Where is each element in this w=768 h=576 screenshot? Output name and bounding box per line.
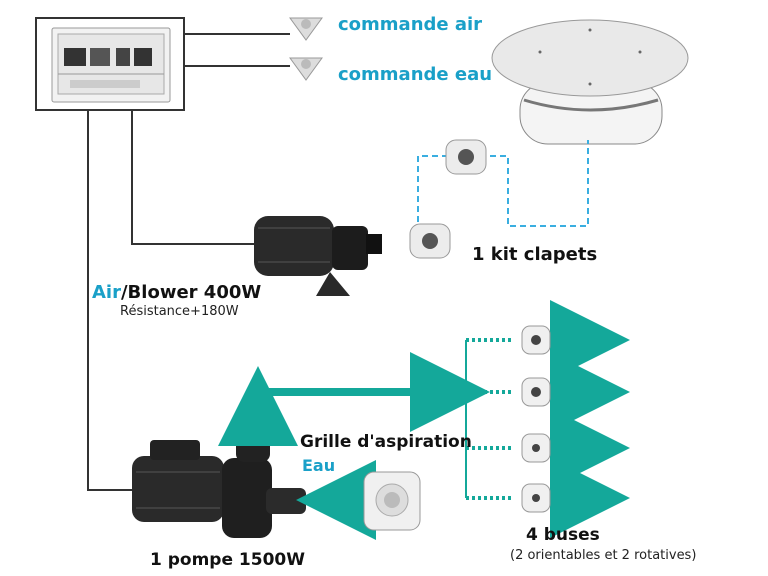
buses-label: 4 buses: [526, 525, 600, 545]
air-prefix: Air: [92, 282, 121, 303]
control-box: [35, 17, 185, 111]
blower-icon: [254, 216, 382, 296]
commande-air-label: commande air: [338, 14, 483, 35]
pompe-label: 1 pompe 1500W: [150, 550, 305, 570]
suction-grille-icon: [363, 471, 421, 531]
kit-clapets-label: 1 kit clapets: [472, 244, 598, 265]
electrical-wires: [87, 33, 290, 491]
check-valve-top-icon: [445, 139, 487, 175]
nozzle-2-icon: [521, 377, 551, 407]
air-diffuser-icon: [491, 19, 689, 145]
pump-icon: [132, 426, 306, 538]
nozzle-1-icon: [521, 325, 551, 355]
eau-label: Eau: [302, 456, 336, 475]
air-button-icon: [289, 17, 323, 41]
check-valve-bottom-icon: [409, 223, 451, 259]
resistance-label: Résistance+180W: [120, 304, 239, 319]
pump-arrows: [218, 366, 376, 540]
water-distribution: [268, 300, 630, 538]
blower-label: /Blower 400W: [120, 282, 262, 303]
air-lines: [417, 140, 589, 236]
grille-label: Grille d'aspiration: [300, 432, 472, 452]
blower-heading: Air/Blower 400W: [92, 282, 261, 303]
nozzle-3-icon: [521, 433, 551, 463]
water-button-icon: [289, 57, 323, 81]
nozzle-4-icon: [521, 483, 551, 513]
commande-eau-label: commande eau: [338, 64, 493, 85]
buses-detail-label: (2 orientables et 2 rotatives): [510, 548, 697, 563]
